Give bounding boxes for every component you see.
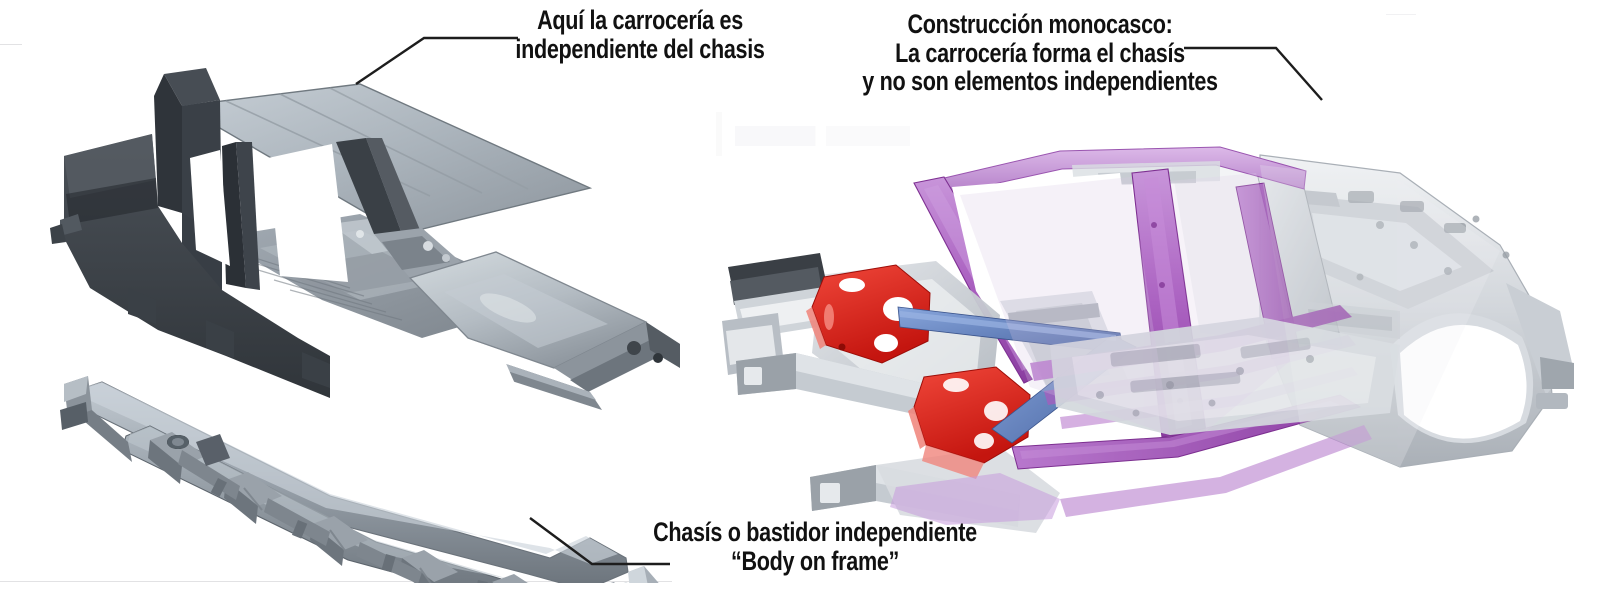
body-on-frame-illustration: [50, 68, 680, 583]
callout-ladder-frame: Chasís o bastidor independiente “Body on…: [623, 518, 1007, 575]
unibody-monocoque-illustration: [722, 146, 1574, 533]
scan-hairline-bottom: [0, 581, 672, 582]
callout-monocoque-line-2: La carrocería forma el chasís: [895, 37, 1185, 68]
watermark-ghost: [735, 126, 910, 146]
scan-hairline-top-right: [1386, 14, 1416, 15]
callout-body-independent: Aquí la carrocería es independiente del …: [452, 6, 828, 63]
callout-monocoque: Construcción monocasco: La carrocería fo…: [816, 10, 1264, 96]
scan-hairline-top: [0, 44, 22, 45]
callout-body-independent-line-2: independiente del chasis: [515, 33, 765, 64]
callout-body-independent-line-1: Aquí la carrocería es: [537, 5, 743, 35]
xray-ghost-overlay: [960, 165, 1500, 467]
ladder-frame-chassis: [60, 376, 659, 583]
strut-tower-lower-red: [908, 366, 1031, 479]
callout-monocoque-line-3: y no son elementos independientes: [862, 66, 1218, 97]
watermark-ghost-bar: [716, 112, 722, 156]
suv-body-shell: [50, 68, 680, 410]
callout-monocoque-line-1: Construcción monocasco:: [907, 9, 1173, 39]
callout-ladder-frame-line-2: “Body on frame”: [730, 545, 900, 576]
floor-pan-silver: [1050, 317, 1400, 435]
lower-outrigger-purple: [890, 425, 1372, 525]
callout-ladder-frame-line-1: Chasís o bastidor independiente: [653, 517, 977, 547]
